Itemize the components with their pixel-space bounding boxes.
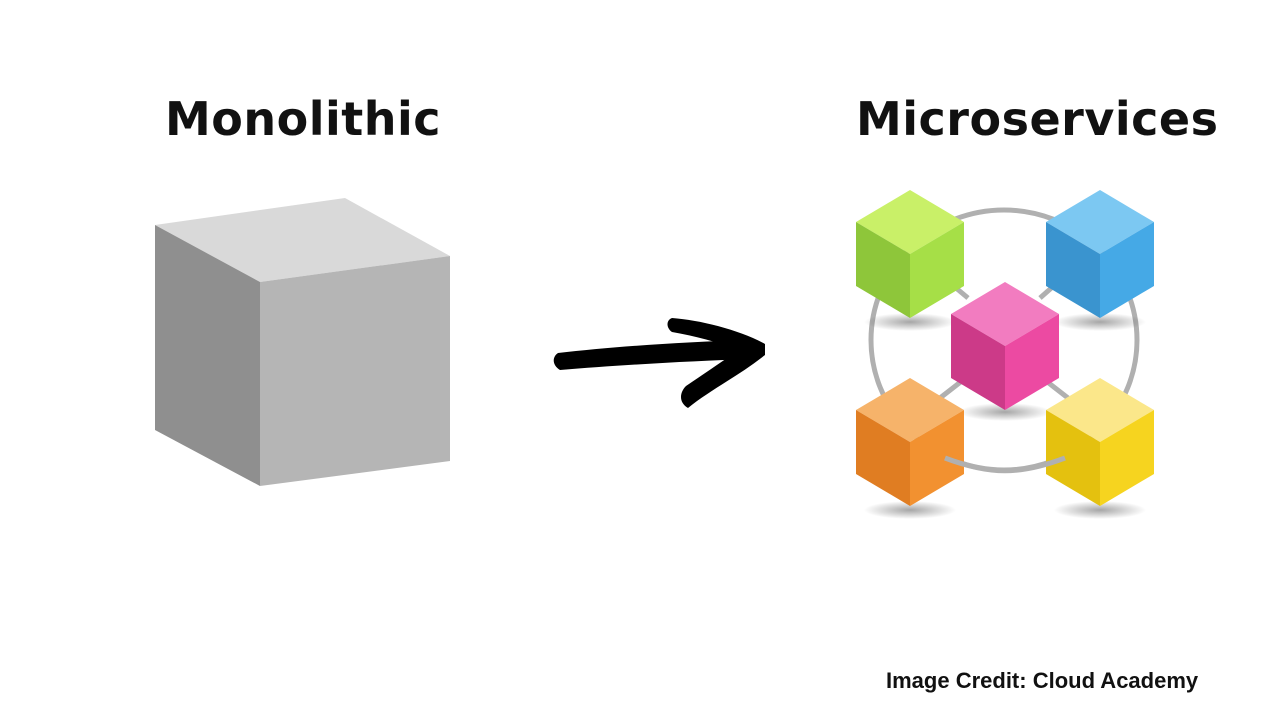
monolith-top-face <box>155 198 450 282</box>
microservice-cube-icon <box>1046 190 1154 318</box>
microservices-title: Microservices <box>856 92 1219 146</box>
microservice-cube-icon <box>951 282 1059 410</box>
right-arrow-icon <box>553 318 765 408</box>
monolith-left-face <box>155 225 260 486</box>
microservice-cube-icon <box>856 190 964 318</box>
monolithic-title: Monolithic <box>165 92 442 146</box>
microservice-cube-icon <box>856 378 964 506</box>
monolith-right-face <box>260 256 450 486</box>
image-credit: Image Credit: Cloud Academy <box>886 668 1199 693</box>
microservice-cube-icon <box>1046 378 1154 506</box>
monolith-cube-icon <box>155 198 450 486</box>
